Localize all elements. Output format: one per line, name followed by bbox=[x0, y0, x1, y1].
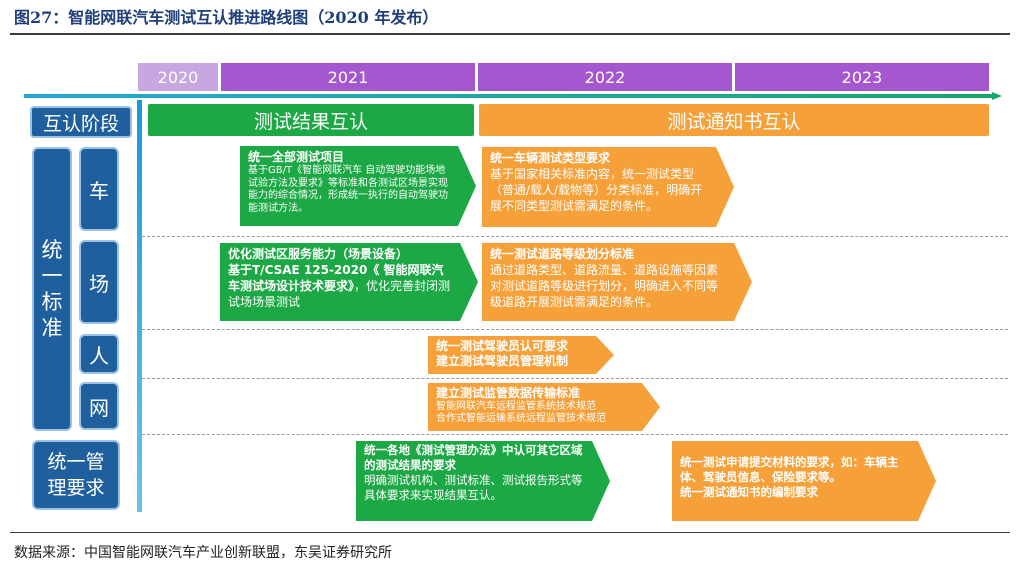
card-heading: 统一全部测试项目 bbox=[248, 150, 345, 164]
card-body: 明确测试机构、测试标准、测试报告形式等具体要求来实现结果互认。 bbox=[364, 473, 583, 502]
card-body-2: 合作式智能运输系统远程监管技术规范 bbox=[436, 413, 606, 424]
unified-management-label: 统一管理要求 bbox=[32, 440, 120, 510]
card-unify-vehicle-test-types: 统一车辆测试类型要求 基于国家相关标准内容，统一测试类型（普通/载人/载物等）分… bbox=[482, 147, 734, 227]
dimension-vehicle: 车 bbox=[79, 147, 119, 231]
dimension-field: 场 bbox=[79, 240, 119, 324]
card-heading: 统一测试申请提交材料的要求，如：车辆主体、驾驶员信息、保险要求等。 bbox=[680, 455, 899, 484]
row-separator bbox=[142, 434, 1008, 435]
top-rule bbox=[10, 33, 1010, 35]
figure-title: 图27：智能网联汽车测试互认推进路线图（2020 年发布） bbox=[14, 8, 439, 27]
row-separator bbox=[142, 329, 1008, 330]
vertical-divider bbox=[137, 100, 142, 512]
card-optimize-test-zone-service: 优化测试区服务能力（场景设备） 基于T/CSAE 125-2020《 智能网联汽… bbox=[220, 243, 478, 321]
card-body: 基于GB/T《智能网联汽车 自动驾驶功能场地试验方法及要求》等标准和各测试区场景… bbox=[248, 165, 448, 214]
year-2021: 2021 bbox=[221, 63, 475, 91]
year-2020: 2020 bbox=[138, 63, 218, 91]
timeline-arrowhead-icon bbox=[992, 92, 1002, 100]
card-heading: 统一各地《测试管理办法》中认可其它区域的测试结果的要求 bbox=[364, 443, 583, 472]
card-unify-test-items: 统一全部测试项目 基于GB/T《智能网联汽车 自动驾驶功能场地试验方法及要求》等… bbox=[240, 146, 476, 226]
timeline-arrow bbox=[24, 94, 992, 98]
unified-management-text: 统一管理要求 bbox=[47, 451, 105, 499]
card-unify-application-materials: 统一测试申请提交材料的要求，如：车辆主体、驾驶员信息、保险要求等。 统一测试通知… bbox=[672, 441, 936, 521]
card-heading-2: 统一测试通知书的编制要求 bbox=[680, 485, 818, 499]
stage-result-mutual-recognition: 测试结果互认 bbox=[148, 104, 474, 136]
card-heading: 优化测试区服务能力（场景设备） bbox=[228, 247, 409, 261]
card-body: 基于T/CSAE 125-2020《 智能网联汽车测试场设计技术要求》，优化完善… bbox=[228, 262, 452, 310]
card-unify-test-management-rules: 统一各地《测试管理办法》中认可其它区域的测试结果的要求 明确测试机构、测试标准、… bbox=[356, 441, 610, 521]
card-heading-2: 建立测试驾驶员管理机制 bbox=[436, 354, 569, 368]
card-body: 智能网联汽车远程监管系统技术规范 bbox=[436, 401, 596, 412]
card-heading: 建立测试监管数据传输标准 bbox=[436, 386, 581, 400]
card-unify-road-grading: 统一测试道路等级划分标准 通过道路类型、道路流量、道路设施等因素对测试道路等级进… bbox=[482, 243, 752, 321]
year-2022: 2022 bbox=[478, 63, 732, 91]
card-heading: 统一测试道路等级划分标准 bbox=[490, 247, 635, 261]
card-heading: 统一测试驾驶员认可要求 bbox=[436, 339, 569, 353]
stage-notice-mutual-recognition: 测试通知书互认 bbox=[479, 104, 989, 136]
data-source: 数据来源：中国智能网联汽车产业创新联盟，东吴证券研究所 bbox=[14, 545, 392, 561]
card-body-rest: ，优化完善封闭测试场场景测试 bbox=[228, 279, 451, 309]
year-2023: 2023 bbox=[735, 63, 989, 91]
unified-standard-label: 统一标准 bbox=[32, 147, 72, 431]
card-body-standard: 基于T/CSAE 125-2020《 智能网联汽车测试场设计技术要求》 bbox=[228, 263, 444, 293]
card-driver-requirements: 统一测试驾驶员认可要求 建立测试驾驶员管理机制 bbox=[428, 336, 614, 374]
card-body: 通过道路类型、道路流量、道路设施等因素对测试道路等级进行划分，明确进入不同等级道… bbox=[490, 263, 719, 309]
dimension-person: 人 bbox=[79, 334, 119, 374]
bottom-rule bbox=[10, 532, 1010, 533]
dimension-network: 网 bbox=[79, 382, 119, 430]
card-heading: 统一车辆测试类型要求 bbox=[490, 151, 611, 165]
unified-standard-text: 统一标准 bbox=[41, 238, 63, 340]
stage-label: 互认阶段 bbox=[30, 106, 132, 138]
card-supervision-data-standard: 建立测试监管数据传输标准 智能网联汽车远程监管系统技术规范 合作式智能运输系统远… bbox=[428, 383, 660, 431]
card-body: 基于国家相关标准内容，统一测试类型（普通/载人/载物等）分类标准，明确开展不同类… bbox=[490, 167, 703, 213]
row-separator bbox=[142, 378, 1008, 379]
row-separator bbox=[142, 236, 1008, 237]
